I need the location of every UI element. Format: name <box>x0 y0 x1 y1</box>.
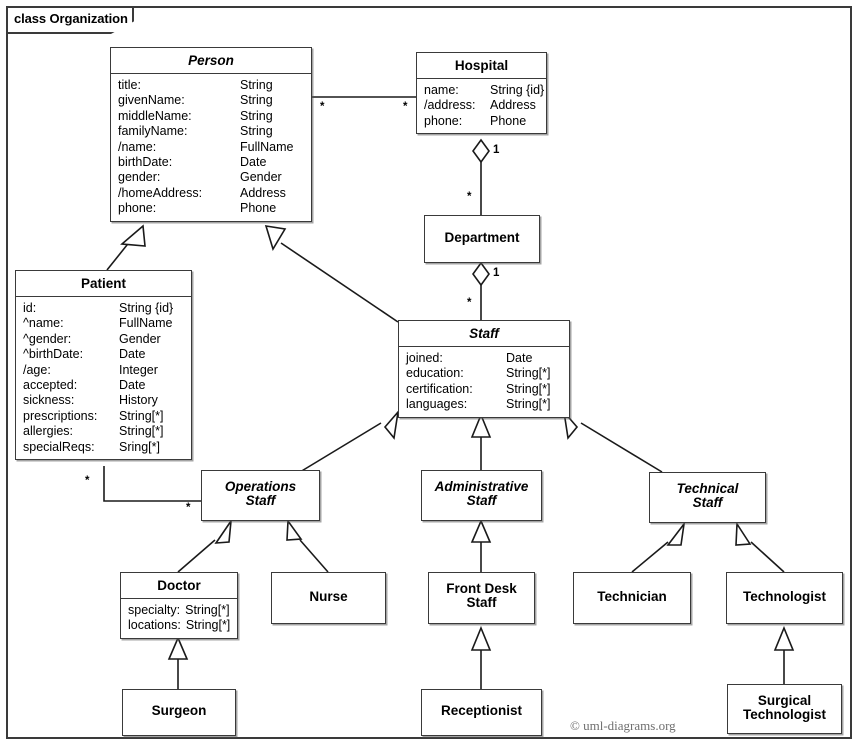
class-technician[interactable]: Technician <box>573 572 691 624</box>
class-hospital[interactable]: Hospital name:String {id} /address:Addre… <box>416 52 547 135</box>
class-staff-name: Staff <box>469 326 499 341</box>
attribute-row: givenName:String <box>118 93 273 108</box>
multiplicity-patient-operations-right: * <box>186 502 191 514</box>
class-person[interactable]: Person title:String givenName:String mid… <box>110 47 312 222</box>
attribute-row: familyName:String <box>118 124 273 139</box>
class-technologist-name: Technologist <box>743 589 826 604</box>
attribute-row: prescriptions:String[*] <box>23 408 164 423</box>
class-person-name: Person <box>188 53 234 68</box>
class-nurse-name: Nurse <box>309 589 348 604</box>
class-surgical-technologist[interactable]: Surgical Technologist <box>727 684 842 734</box>
class-receptionist-name: Receptionist <box>440 703 522 718</box>
class-doctor[interactable]: Doctor specialty:String[*] locations:Str… <box>120 572 238 639</box>
attribute-row: middleName:String <box>118 108 273 123</box>
attribute-row: ^name:FullName <box>23 316 173 331</box>
attribute-row: name:String {id} <box>424 83 545 97</box>
multiplicity-patient-operations-left: * <box>85 475 90 487</box>
diagram-frame-label: class Organization <box>14 11 128 26</box>
attribute-row: birthDate:Date <box>118 155 267 170</box>
attribute-row: id:String {id} <box>23 301 174 315</box>
class-surgical-technologist-name: Surgical Technologist <box>743 693 826 722</box>
class-staff-attributes: joined:Date education:String[*] certific… <box>399 346 569 417</box>
class-front-desk-staff-name: Front Desk Staff <box>446 581 517 610</box>
class-staff[interactable]: Staff joined:Date education:String[*] ce… <box>398 320 570 418</box>
attribute-row: sickness:History <box>23 393 158 408</box>
class-administrative-staff-name: Administrative Staff <box>434 479 529 508</box>
diagram-frame-tab <box>6 6 134 34</box>
class-patient-name: Patient <box>80 276 126 291</box>
class-doctor-attributes: specialty:String[*] locations:String[*] <box>121 598 237 638</box>
diagram-frame <box>6 6 852 739</box>
attribute-row: /homeAddress:Address <box>118 185 286 200</box>
class-surgeon[interactable]: Surgeon <box>122 689 236 736</box>
class-nurse[interactable]: Nurse <box>271 572 386 624</box>
attribute-row: title:String <box>118 78 273 92</box>
attribute-row: joined:Date <box>406 351 533 365</box>
class-department-name: Department <box>444 230 520 245</box>
class-technical-staff-name: Technical Staff <box>676 481 739 510</box>
attribute-row: ^birthDate:Date <box>23 347 146 362</box>
multiplicity-person-hospital-right: * <box>403 101 408 113</box>
class-front-desk-staff[interactable]: Front Desk Staff <box>428 572 535 624</box>
attribute-row: specialReqs:Sring[*] <box>23 439 160 454</box>
attribute-row: locations:String[*] <box>128 618 231 633</box>
multiplicity-person-hospital-left: * <box>320 101 325 113</box>
class-administrative-staff[interactable]: Administrative Staff <box>421 470 542 521</box>
watermark: © uml-diagrams.org <box>570 718 676 733</box>
multiplicity-hospital-department-star: * <box>467 191 472 203</box>
attribute-row: certification:String[*] <box>406 381 551 396</box>
class-hospital-name: Hospital <box>454 58 509 73</box>
class-person-attributes: title:String givenName:String middleName… <box>111 73 311 221</box>
multiplicity-hospital-department-1: 1 <box>493 144 500 156</box>
attribute-row: phone:Phone <box>424 113 527 128</box>
attribute-row: phone:Phone <box>118 201 277 216</box>
class-technologist[interactable]: Technologist <box>726 572 843 624</box>
attribute-row: /age:Integer <box>23 362 158 377</box>
class-doctor-name: Doctor <box>157 578 201 593</box>
attribute-row: gender:Gender <box>118 170 282 185</box>
class-patient-attributes: id:String {id} ^name:FullName ^gender:Ge… <box>16 296 191 459</box>
attribute-row: accepted:Date <box>23 378 146 393</box>
class-receptionist[interactable]: Receptionist <box>421 689 542 736</box>
class-operations-staff[interactable]: Operations Staff <box>201 470 320 521</box>
class-hospital-attributes: name:String {id} /address:Address phone:… <box>417 78 546 133</box>
class-technical-staff[interactable]: Technical Staff <box>649 472 766 523</box>
class-operations-staff-name: Operations Staff <box>224 479 297 508</box>
multiplicity-department-staff-star: * <box>467 297 472 309</box>
class-technician-name: Technician <box>597 589 667 604</box>
attribute-row: /name:FullName <box>118 139 294 154</box>
multiplicity-department-staff-1: 1 <box>493 267 500 279</box>
attribute-row: ^gender:Gender <box>23 331 161 346</box>
attribute-row: education:String[*] <box>406 366 551 381</box>
attribute-row: /address:Address <box>424 98 536 113</box>
attribute-row: languages:String[*] <box>406 397 551 412</box>
class-patient[interactable]: Patient id:String {id} ^name:FullName ^g… <box>15 270 192 461</box>
attribute-row: specialty:String[*] <box>128 603 230 617</box>
attribute-row: allergies:String[*] <box>23 424 164 439</box>
class-surgeon-name: Surgeon <box>151 703 207 718</box>
class-department[interactable]: Department <box>424 215 540 263</box>
